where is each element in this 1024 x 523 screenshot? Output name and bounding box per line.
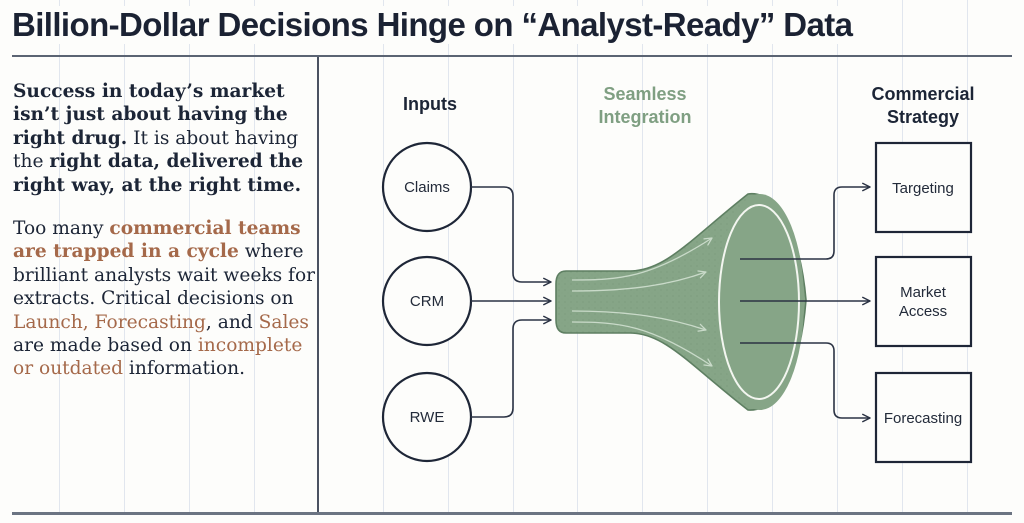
text-run: right data, delivered the right way, at …: [13, 151, 304, 196]
input-label: CRM: [410, 293, 444, 310]
bottom-rule: [12, 512, 1012, 515]
funnel-mouth: [716, 194, 804, 410]
inputs-header: Inputs: [403, 94, 457, 114]
grid-line: [577, 0, 578, 515]
text-run: , and: [205, 311, 259, 333]
output-label-line-1: Market: [900, 284, 947, 301]
text-run: Forecasting: [94, 311, 206, 333]
text-run: where brilliant analysts wait weeks for …: [13, 241, 316, 310]
funnel-rim: [718, 204, 800, 400]
input-node-rwe: RWE: [381, 371, 473, 463]
output-label-line-2: Access: [899, 303, 947, 320]
strategy-header-line-1: Commercial: [871, 84, 974, 104]
intro-paragraph-1: Success in today’s market isn’t just abo…: [13, 80, 319, 197]
output-box: [874, 255, 973, 348]
column-divider: [317, 57, 319, 513]
connector-rwe-to-funnel: [471, 315, 552, 418]
output-node-targeting: Targeting: [874, 141, 973, 234]
grid-line: [448, 0, 449, 515]
flow-arrow: [571, 237, 713, 281]
input-label: Claims: [404, 179, 450, 196]
output-label: Forecasting: [884, 410, 962, 427]
flow-arrow: [571, 270, 707, 292]
text-run: are made based on: [13, 335, 198, 357]
grid-line: [124, 0, 125, 515]
text-run: commercial teams are trapped in a cycle: [13, 218, 301, 263]
grid-line: [837, 0, 838, 515]
output-box: [874, 371, 973, 464]
input-label: RWE: [410, 409, 445, 426]
intro-text: Success in today’s market isn’t just abo…: [13, 80, 319, 381]
output-node-market-access: Market Access: [874, 255, 973, 348]
grid-line: [59, 0, 60, 515]
output-box: [874, 141, 973, 234]
funnel-icon: [555, 193, 807, 411]
page-title: Billion-Dollar Decisions Hinge on “Analy…: [12, 6, 855, 44]
integration-header-line-1: Seamless: [603, 84, 686, 104]
text-run: Success in today’s market isn’t just abo…: [13, 81, 288, 149]
text-run: It is about having the: [13, 127, 299, 173]
integration-header-line-2: Integration: [599, 107, 692, 127]
input-node-crm: CRM: [381, 255, 473, 347]
text-run: Too many: [13, 218, 110, 240]
grid-line: [254, 0, 255, 515]
title-divider: [12, 55, 1012, 57]
grid-line: [189, 0, 190, 515]
text-run: information.: [123, 358, 246, 380]
connector-funnel-to-targeting: [740, 182, 871, 260]
grid-line: [383, 0, 384, 515]
text-run: Launch,: [13, 311, 89, 333]
strategy-header-line-2: Strategy: [887, 107, 959, 127]
output-label: Targeting: [892, 180, 954, 197]
flow-arrow: [571, 310, 707, 332]
input-node-claims: Claims: [381, 141, 473, 233]
intro-paragraph-2: Too many commercial teams are trapped in…: [13, 217, 319, 381]
grid-line: [642, 0, 643, 515]
text-run: incomplete or outdated: [13, 335, 303, 380]
connector-claims-to-funnel: [471, 186, 552, 287]
connector-funnel-to-forecasting: [740, 342, 871, 423]
text-run: Sales: [258, 311, 309, 333]
output-node-forecasting: Forecasting: [874, 371, 973, 464]
flow-arrow: [571, 321, 713, 367]
